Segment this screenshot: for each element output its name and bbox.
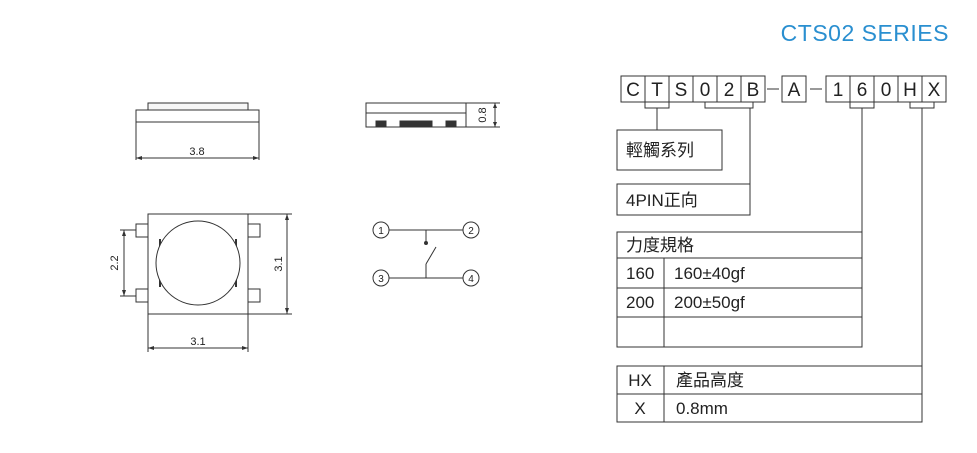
height-value: 產品高度 <box>676 371 744 390</box>
height-value: 0.8mm <box>676 399 728 418</box>
dim-top-height: 3.1 <box>273 256 285 271</box>
code-char: H <box>903 80 917 101</box>
height-code: X <box>634 399 645 418</box>
series-label: 輕觸系列 <box>626 141 694 160</box>
pin-2: 2 <box>468 226 474 237</box>
force-code: 160 <box>626 264 654 283</box>
pin-4: 4 <box>468 274 474 285</box>
code-char: 0 <box>881 80 892 101</box>
code-char: 1 <box>833 80 844 101</box>
dim-side-height: 0.8 <box>477 107 489 122</box>
code-char: X <box>928 80 941 101</box>
schematic <box>372 221 480 287</box>
code-char: T <box>651 80 663 101</box>
dim-top-width: 3.1 <box>190 336 205 348</box>
side-view <box>135 102 260 160</box>
series-title: CTS02 SERIES <box>780 20 949 46</box>
height-code: HX <box>628 371 652 390</box>
force-value: 160±40gf <box>674 264 745 283</box>
code-char: 2 <box>724 80 735 101</box>
dim-side-width: 3.8 <box>189 146 204 158</box>
top-view <box>120 213 292 352</box>
code-char: 0 <box>700 80 711 101</box>
code-char: S <box>675 80 688 101</box>
pin-label: 4PIN正向 <box>626 191 698 210</box>
code-char: C <box>626 80 640 101</box>
legend-tables <box>616 129 923 423</box>
code-char: A <box>788 80 801 101</box>
part-code-boxes <box>620 75 947 103</box>
code-char: 6 <box>857 80 868 101</box>
force-code: 200 <box>626 293 654 312</box>
pin-3: 3 <box>378 274 384 285</box>
end-view <box>365 102 500 128</box>
code-char: B <box>747 80 760 101</box>
pin-1: 1 <box>378 226 384 237</box>
dim-inner-height: 2.2 <box>109 255 121 270</box>
force-header: 力度規格 <box>626 236 694 255</box>
leader-lines <box>644 102 935 366</box>
force-value: 200±50gf <box>674 293 745 312</box>
